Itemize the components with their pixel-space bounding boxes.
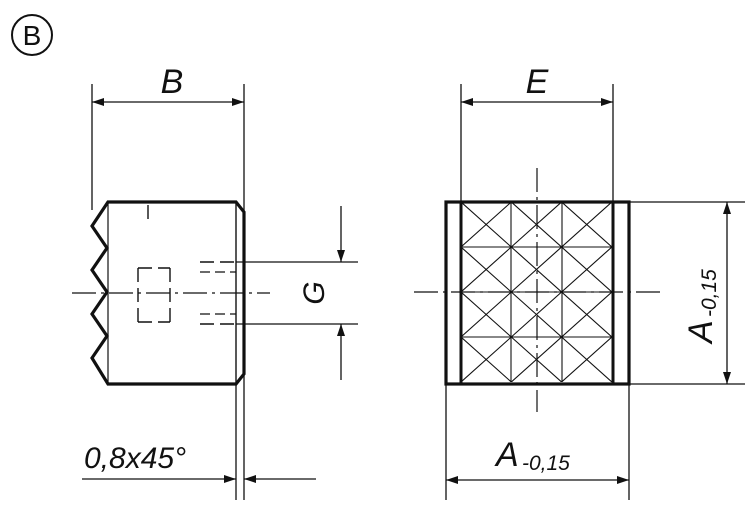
label-a-horizontal-main: A <box>494 436 519 474</box>
dimension-a-vertical <box>629 201 745 385</box>
dimension-e <box>460 84 614 202</box>
label-chamfer: 0,8x45° <box>84 442 186 475</box>
dimension-a-horizontal <box>445 384 630 500</box>
label-a-vertical-tolerance: -0,15 <box>698 269 721 317</box>
hidden-bore-lines <box>137 205 236 325</box>
label-b: B <box>161 63 184 101</box>
label-e: E <box>526 63 549 101</box>
thread-hidden-lines <box>200 271 236 315</box>
label-a-horizontal: A -0,15 <box>494 436 570 475</box>
label-a-vertical: A -0,15 <box>682 269 721 345</box>
dimension-g <box>236 206 358 380</box>
dimension-chamfer <box>82 384 316 500</box>
dimension-b <box>91 84 245 500</box>
left-side-view <box>72 84 358 500</box>
label-a-horizontal-tolerance: -0,15 <box>522 452 570 475</box>
label-g: G <box>298 281 331 304</box>
view-badge-letter: B <box>23 20 42 51</box>
view-badge: B <box>11 14 53 56</box>
right-front-view <box>414 84 745 500</box>
label-a-vertical-main: A <box>682 320 720 345</box>
